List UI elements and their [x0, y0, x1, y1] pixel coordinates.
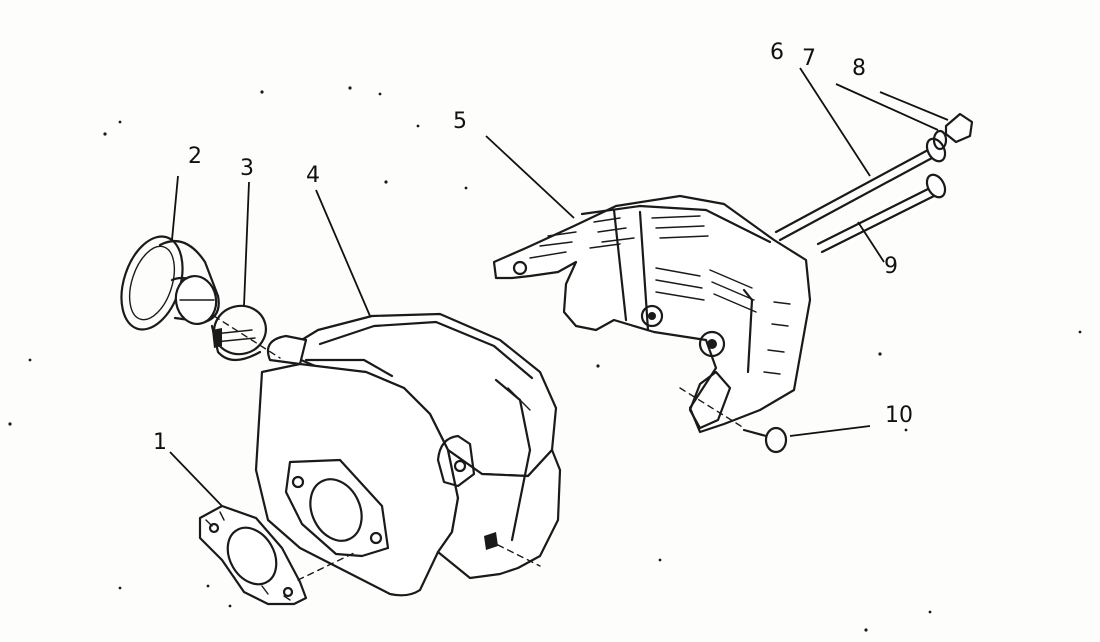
callout-10: 10: [885, 403, 913, 428]
part-5-heat-shield: [492, 194, 812, 434]
callout-9: 9: [884, 254, 898, 279]
callout-2: 2: [188, 144, 202, 169]
callout-1: 1: [153, 430, 167, 455]
part-7-long-bolt: [774, 137, 947, 242]
part-10-screw: [742, 426, 788, 454]
part-4-muffler: [254, 312, 562, 597]
part-9-long-bolt: [816, 173, 947, 254]
callout-5: 5: [453, 109, 467, 134]
callout-7: 7: [802, 46, 816, 71]
callout-4: 4: [306, 163, 320, 188]
part-8-bolt: [932, 112, 974, 151]
callout-8: 8: [852, 56, 866, 81]
part-3-screen-ring: [210, 304, 267, 362]
leader-lines: [169, 67, 949, 581]
scan-speckles: [8, 86, 1082, 632]
part-2-deflector: [120, 235, 220, 331]
part-1-gasket: [198, 504, 308, 606]
callout-6: 6: [770, 40, 784, 65]
callout-3: 3: [240, 156, 254, 181]
